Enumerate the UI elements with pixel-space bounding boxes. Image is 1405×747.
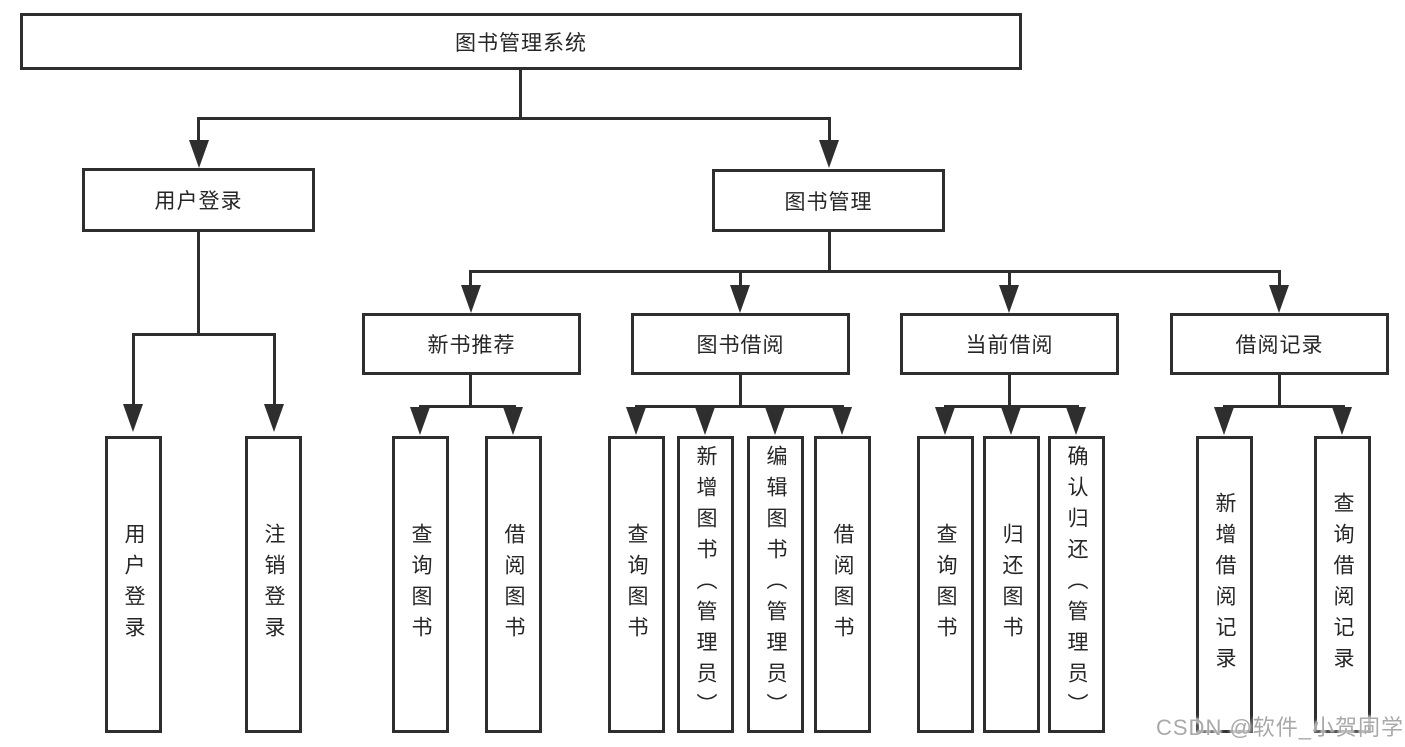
node-user-login: 用户登录 — [82, 168, 315, 232]
leaf-add-borrow-record: 新增借阅记录 — [1196, 436, 1253, 733]
node-book-borrowing: 图书借阅 — [631, 313, 850, 375]
connector-bookmgmt-branch — [469, 270, 1281, 273]
connector-stub-leaf — [273, 333, 276, 406]
node-current-borrowing: 当前借阅 — [900, 313, 1119, 375]
leaf-confirm-return-admin: 确认归还（管理员） — [1048, 436, 1105, 733]
leaf-label: 借阅图书 — [831, 522, 854, 647]
connector-stub-l3 — [739, 270, 742, 288]
leaf-borrow-books-recommend: 借阅图书 — [485, 436, 542, 733]
connector-bookmgmt-drop — [828, 232, 831, 273]
leaf-query-books-current: 查询图书 — [917, 436, 974, 733]
node-new-book-recommendation: 新书推荐 — [362, 313, 581, 375]
connector-current-drop — [1008, 375, 1011, 408]
node-borrowing-records: 借阅记录 — [1170, 313, 1389, 375]
node-label: 用户登录 — [154, 190, 243, 213]
connector-root-branch — [197, 117, 831, 120]
leaf-label: 确认归还（管理员） — [1065, 445, 1088, 724]
leaf-logout: 注销登录 — [245, 436, 302, 733]
arrowhead-down-icon — [1066, 407, 1086, 435]
leaf-label: 查询图书 — [934, 522, 957, 647]
connector-stub-leaf — [132, 333, 135, 406]
arrowhead-down-icon — [1214, 407, 1234, 435]
leaf-user-login: 用户登录 — [105, 436, 162, 733]
leaf-label: 新增借阅记录 — [1213, 491, 1236, 678]
leaf-label: 查询借阅记录 — [1331, 491, 1354, 678]
arrowhead-down-icon — [730, 285, 750, 313]
leaf-edit-book-admin: 编辑图书（管理员） — [747, 436, 804, 733]
connector-records-branch — [1223, 405, 1345, 408]
leaf-label: 注销登录 — [262, 522, 285, 647]
arrowhead-down-icon — [503, 407, 523, 435]
arrowhead-down-icon — [695, 407, 715, 435]
node-label: 借阅记录 — [1235, 334, 1324, 357]
leaf-label: 用户登录 — [122, 522, 145, 647]
connector-newbook-drop — [469, 375, 472, 408]
leaf-borrow-books-borrowing: 借阅图书 — [814, 436, 871, 733]
arrowhead-down-icon — [999, 285, 1019, 313]
node-label: 图书管理系统 — [455, 31, 587, 55]
arrowhead-down-icon — [819, 140, 839, 168]
csdn-watermark: CSDN @软件_小贺同学 — [1156, 715, 1405, 740]
arrowhead-down-icon — [832, 407, 852, 435]
connector-stub-book-mgmt — [828, 117, 831, 143]
connector-borrow-drop — [739, 375, 742, 408]
connector-userlogin-branch — [132, 333, 276, 336]
arrowhead-down-icon — [410, 407, 430, 435]
connector-root-drop — [519, 68, 522, 120]
leaf-label: 借阅图书 — [502, 522, 525, 647]
arrowhead-down-icon — [461, 285, 481, 313]
arrowhead-down-icon — [189, 140, 209, 168]
leaf-return-books: 归还图书 — [983, 436, 1040, 733]
node-library-management-system: 图书管理系统 — [20, 13, 1022, 70]
connector-stub-l3 — [1008, 270, 1011, 288]
connector-records-drop — [1278, 375, 1281, 408]
arrowhead-down-icon — [626, 407, 646, 435]
connector-newbook-branch — [419, 405, 516, 408]
arrowhead-down-icon — [935, 407, 955, 435]
leaf-query-borrow-record: 查询借阅记录 — [1314, 436, 1371, 733]
node-label: 图书借阅 — [696, 334, 785, 357]
arrowhead-down-icon — [1269, 285, 1289, 313]
node-book-management: 图书管理 — [712, 169, 945, 232]
arrowhead-down-icon — [123, 404, 143, 432]
leaf-query-books-recommend: 查询图书 — [392, 436, 449, 733]
leaf-add-book-admin: 新增图书（管理员） — [677, 436, 734, 733]
leaf-label: 查询图书 — [409, 522, 432, 647]
connector-current-branch — [944, 405, 1079, 408]
leaf-label: 归还图书 — [1000, 522, 1023, 647]
arrowhead-down-icon — [1332, 407, 1352, 435]
connector-stub-l3 — [1278, 270, 1281, 288]
connector-stub-l3 — [469, 270, 472, 288]
arrowhead-down-icon — [264, 404, 284, 432]
leaf-label: 查询图书 — [625, 522, 648, 647]
arrowhead-down-icon — [1001, 407, 1021, 435]
arrowhead-down-icon — [765, 407, 785, 435]
node-label: 图书管理 — [784, 190, 873, 214]
leaf-label: 编辑图书（管理员） — [764, 445, 787, 724]
leaf-query-books-borrowing: 查询图书 — [608, 436, 665, 733]
node-label: 新书推荐 — [427, 334, 516, 357]
node-label: 当前借阅 — [965, 334, 1054, 357]
connector-userlogin-drop — [197, 232, 200, 336]
connector-stub-user-login — [197, 117, 200, 143]
leaf-label: 新增图书（管理员） — [694, 445, 717, 724]
connector-borrow-branch — [635, 405, 844, 408]
